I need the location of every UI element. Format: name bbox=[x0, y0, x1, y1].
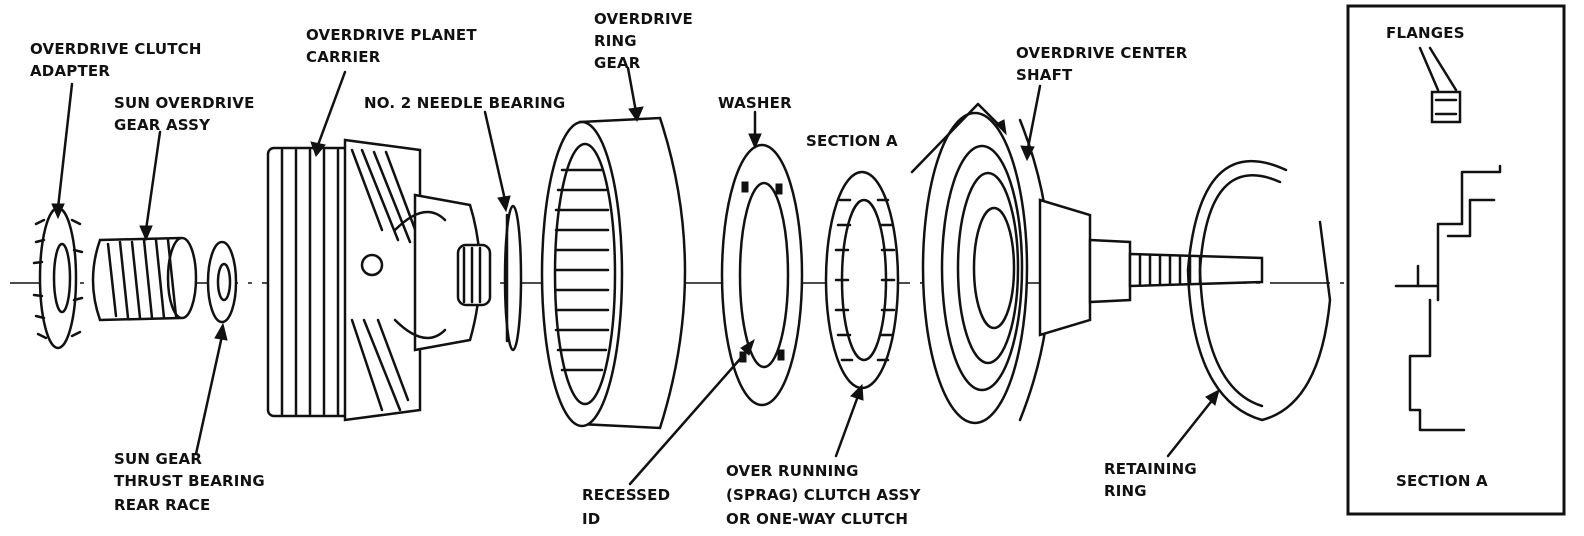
sun-od-gear-part bbox=[91, 236, 198, 322]
sprag-clutch-part bbox=[824, 170, 900, 390]
section-a-inset: FLANGES SECTION A bbox=[1346, 4, 1566, 516]
label-sun-od-gear: SUN OVERDRIVE GEAR ASSY bbox=[114, 94, 260, 134]
sun-gear-race-part bbox=[206, 240, 238, 324]
label-washer: WASHER bbox=[718, 94, 792, 112]
needle-bearing-part bbox=[503, 204, 523, 352]
od-clutch-adapter-part bbox=[32, 206, 84, 350]
section-a-arrowhead bbox=[995, 119, 1007, 136]
label-needle-bearing: NO. 2 NEEDLE BEARING bbox=[364, 94, 565, 112]
inset-section-a-label: SECTION A bbox=[1396, 472, 1488, 490]
leader-lines bbox=[51, 66, 1220, 486]
label-od-clutch-adapter: OVERDRIVE CLUTCH ADAPTER bbox=[30, 40, 207, 80]
inset-flanges-label: FLANGES bbox=[1386, 24, 1465, 42]
od-center-shaft-part bbox=[921, 111, 1264, 425]
od-ring-gear-part bbox=[540, 116, 687, 430]
label-section-a-top: SECTION A bbox=[806, 132, 898, 150]
label-od-ring-gear: OVERDRIVE RING GEAR bbox=[594, 10, 698, 72]
label-sun-gear-race: SUN GEAR THRUST BEARING REAR RACE bbox=[114, 450, 270, 514]
label-od-planet-carrier: OVERDRIVE PLANET CARRIER bbox=[306, 26, 482, 66]
retaining-ring-part bbox=[1186, 159, 1332, 422]
section-a-marker bbox=[910, 102, 1004, 174]
od-planet-carrier-part bbox=[266, 138, 492, 422]
label-over-running: OVER RUNNING (SPRAG) CLUTCH ASSY OR ONE-… bbox=[726, 462, 926, 528]
label-retaining-ring: RETAINING RING bbox=[1104, 460, 1202, 500]
label-recessed-id: RECESSED ID bbox=[582, 486, 676, 528]
label-od-center-shaft: OVERDRIVE CENTER SHAFT bbox=[1016, 44, 1193, 84]
washer-part bbox=[720, 143, 804, 407]
